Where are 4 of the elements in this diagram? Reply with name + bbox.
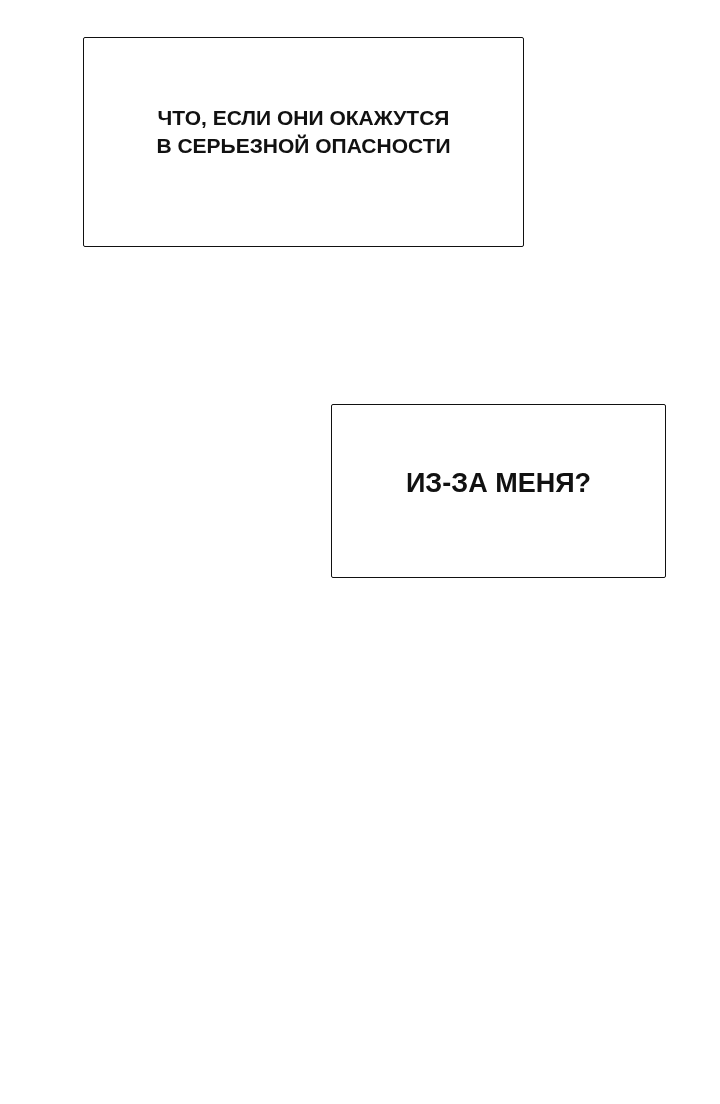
caption-box — [331, 404, 666, 578]
caption-text: ЧТО, ЕСЛИ ОНИ ОКАЖУТСЯ В СЕРЬЕЗНОЙ ОПАСНОСТИ — [155, 104, 452, 159]
caption-box — [83, 37, 524, 247]
caption-text: ИЗ-ЗА МЕНЯ? — [405, 466, 592, 500]
